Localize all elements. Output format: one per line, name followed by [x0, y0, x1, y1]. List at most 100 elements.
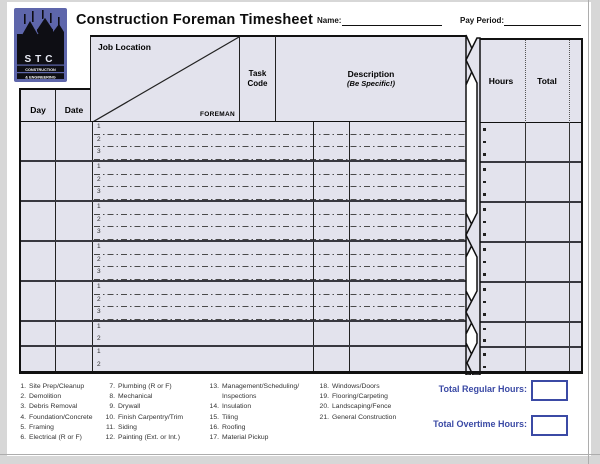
total-cell[interactable]	[525, 123, 569, 161]
row-number: 1	[97, 203, 101, 210]
company-logo: STC CONSTRUCTION & ENGINEERING	[14, 8, 67, 82]
total-cell[interactable]	[525, 348, 569, 373]
task-code-number: 3.	[20, 403, 26, 411]
day-cell[interactable]	[21, 162, 55, 200]
hours-cell[interactable]	[477, 323, 525, 346]
total-cell[interactable]	[525, 163, 569, 201]
day-cell[interactable]	[21, 242, 55, 280]
total-edge-divider	[569, 123, 570, 373]
task-code-column-header: Task Code	[239, 35, 275, 121]
description-note: (Be Specific!)	[347, 79, 395, 88]
entry-row[interactable]: 3	[93, 147, 466, 160]
task-code-label: Material Pickup	[222, 434, 269, 442]
perforation-zigzag	[465, 34, 481, 375]
row-number: 3	[97, 188, 101, 196]
entry-row[interactable]: 3	[93, 267, 466, 280]
task-code-number: 18.	[319, 383, 329, 390]
entry-row[interactable]: 1	[93, 202, 466, 215]
name-label: Name:	[317, 16, 342, 25]
hours-total-strip: Hours Total	[477, 38, 583, 373]
date-cell[interactable]	[55, 322, 93, 345]
entry-row[interactable]: 3	[93, 187, 466, 200]
hours-cell[interactable]	[477, 203, 525, 241]
hours-cell[interactable]	[477, 123, 525, 161]
date-cell[interactable]	[55, 242, 93, 280]
day-cell[interactable]	[21, 282, 55, 320]
task-code-number: 5.	[20, 423, 26, 431]
task-code-item: 8.Mechanical	[102, 392, 183, 402]
entry-row[interactable]: 2	[93, 215, 466, 228]
task-code-number: 2.	[20, 393, 26, 401]
task-code-column-line	[313, 202, 314, 240]
hours-cell[interactable]	[477, 243, 525, 281]
task-code-label: Insulation	[222, 403, 252, 411]
entry-row[interactable]: 1	[93, 282, 466, 295]
job-location-header: Job Location FOREMAN	[90, 35, 240, 123]
total-cell[interactable]	[525, 243, 569, 281]
row-number: 3	[97, 228, 101, 236]
table-bottom-rule	[19, 371, 583, 374]
entry-row[interactable]: 1	[93, 242, 466, 255]
task-code-label: Roofing	[222, 423, 246, 431]
day-cell[interactable]	[21, 202, 55, 240]
date-cell[interactable]	[55, 347, 93, 372]
total-cell[interactable]	[525, 323, 569, 346]
task-code-label: Windows/Doors	[332, 383, 380, 390]
date-cell[interactable]	[55, 162, 93, 200]
hours-total-block	[477, 163, 581, 203]
date-cell[interactable]	[55, 282, 93, 320]
hours-cell[interactable]	[477, 283, 525, 321]
row-number: 1	[97, 243, 101, 250]
hours-cell[interactable]	[477, 348, 525, 373]
entry-row[interactable]: 2	[93, 255, 466, 268]
task-code-label: Landscaping/Fence	[332, 403, 392, 411]
hours-total-block	[477, 348, 581, 373]
entry-row[interactable]: 2	[93, 135, 466, 148]
entry-row[interactable]: 3	[93, 307, 466, 320]
total-overtime-hours-box[interactable]	[531, 415, 568, 436]
entry-row[interactable]: 2	[93, 334, 466, 346]
total-cell[interactable]	[525, 283, 569, 321]
name-input-line[interactable]	[342, 14, 442, 26]
day-cell[interactable]	[21, 347, 55, 372]
day-date-header: Day Date	[19, 88, 92, 123]
day-cell[interactable]	[21, 322, 55, 345]
bullet-dot-icon	[483, 288, 486, 291]
job-location-label: Job Location	[98, 42, 151, 52]
pay-period-input-line[interactable]	[504, 14, 581, 26]
date-cell[interactable]	[55, 202, 93, 240]
dot-row	[483, 243, 525, 256]
date-column-header: Date	[55, 90, 92, 123]
hours-cell[interactable]	[477, 163, 525, 201]
total-edge-divider-dotted	[569, 40, 570, 123]
task-code-number: 6.	[20, 434, 26, 442]
bullet-dot-icon	[483, 248, 486, 251]
task-code-item: 21.General Construction	[316, 413, 397, 423]
page-edge-left	[0, 0, 7, 464]
entry-row[interactable]: 2	[93, 295, 466, 308]
task-code-column-line	[313, 347, 314, 372]
entry-row[interactable]: 1	[93, 162, 466, 175]
task-code-column-line	[313, 122, 314, 160]
task-code-number: 10.	[105, 413, 115, 421]
task-code-number: 9.	[109, 403, 115, 411]
entry-row[interactable]: 1	[93, 322, 466, 334]
total-regular-hours-box[interactable]	[531, 380, 568, 401]
task-code-item: 11.Siding	[102, 423, 183, 433]
entry-row[interactable]: 3	[93, 227, 466, 240]
total-cell[interactable]	[525, 203, 569, 241]
day-cell[interactable]	[21, 122, 55, 160]
hours-total-block	[477, 323, 581, 348]
row-number: 2	[97, 135, 101, 143]
entry-row[interactable]: 1	[93, 347, 466, 360]
task-code-label: Flooring/Carpeting	[332, 393, 388, 401]
date-cell[interactable]	[55, 122, 93, 160]
task-code-item: 4.Foundation/Concrete	[13, 413, 92, 423]
entry-row[interactable]: 2	[93, 175, 466, 188]
entry-row[interactable]: 1	[93, 122, 466, 135]
total-column-header: Total	[537, 76, 557, 86]
entry-row[interactable]: 2	[93, 360, 466, 373]
